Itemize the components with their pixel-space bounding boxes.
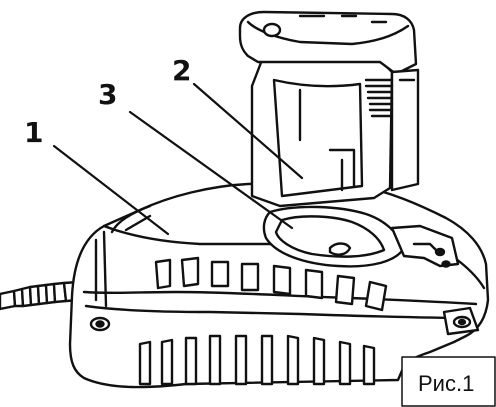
battery-pack: [238, 10, 420, 208]
figure-caption: Рис.1: [418, 371, 474, 396]
vents-top: [154, 256, 388, 312]
caption-box: [401, 356, 496, 407]
power-cord: [0, 280, 82, 311]
leader-line-2: [192, 82, 304, 180]
callout-2: 2: [172, 54, 191, 87]
callout-1: 1: [24, 116, 43, 149]
leader-line-3: [128, 110, 294, 230]
leader-lines: [52, 82, 304, 236]
leader-line-1: [52, 144, 170, 236]
callout-3: 3: [98, 78, 117, 111]
vents-bottom: [138, 334, 376, 386]
charging-slot: [262, 205, 460, 268]
